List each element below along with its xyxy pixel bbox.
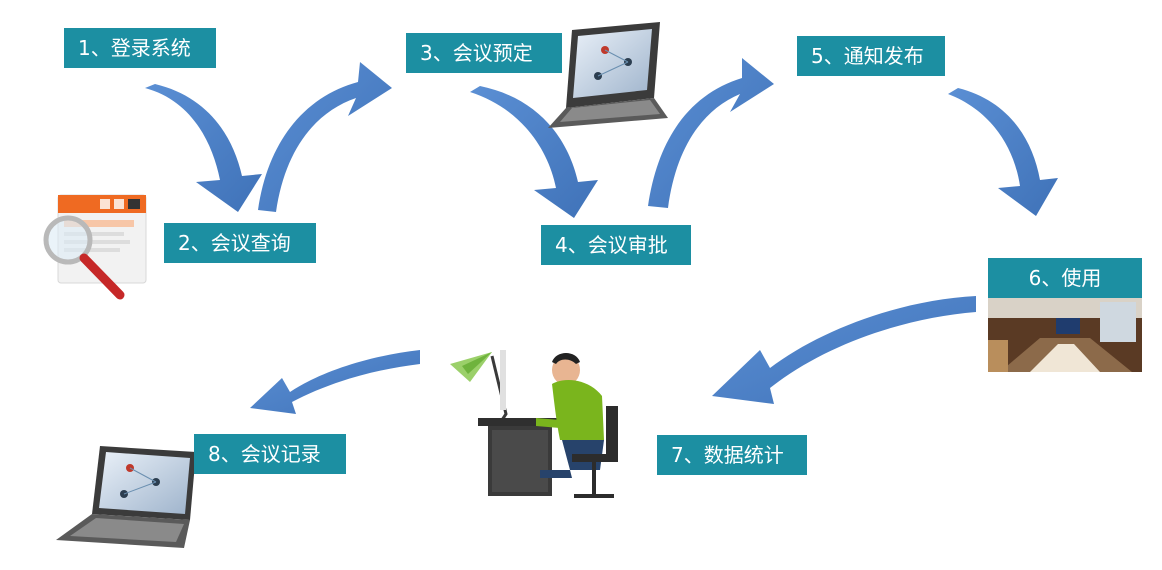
step-8-meeting-record: 8、会议记录 [194,434,346,474]
person-at-computer-icon [478,350,618,498]
arrow-5-to-6 [948,88,1058,216]
laptop-icon-bottom [56,446,196,548]
step-7-statistics: 7、数据统计 [657,435,807,475]
step-5-notice-publish: 5、通知发布 [797,36,945,76]
step-1-login: 1、登录系统 [64,28,216,68]
step-4-meeting-approval: 4、会议审批 [541,225,691,265]
meeting-room-photo [988,298,1142,372]
laptop-icon [548,22,668,128]
arrow-4-to-5 [648,58,774,208]
arrow-1-to-2 [145,84,262,212]
step-3-meeting-booking: 3、会议预定 [406,33,562,73]
step-6-use: 6、使用 [988,258,1142,298]
arrow-to-8 [250,350,420,414]
arrow-3-to-4 [470,86,598,218]
arrow-6-to-7 [712,296,976,404]
browser-search-icon [43,194,147,300]
arrow-2-to-3 [258,62,392,212]
paper-plane-icon [450,352,492,382]
step-2-meeting-query: 2、会议查询 [164,223,316,263]
